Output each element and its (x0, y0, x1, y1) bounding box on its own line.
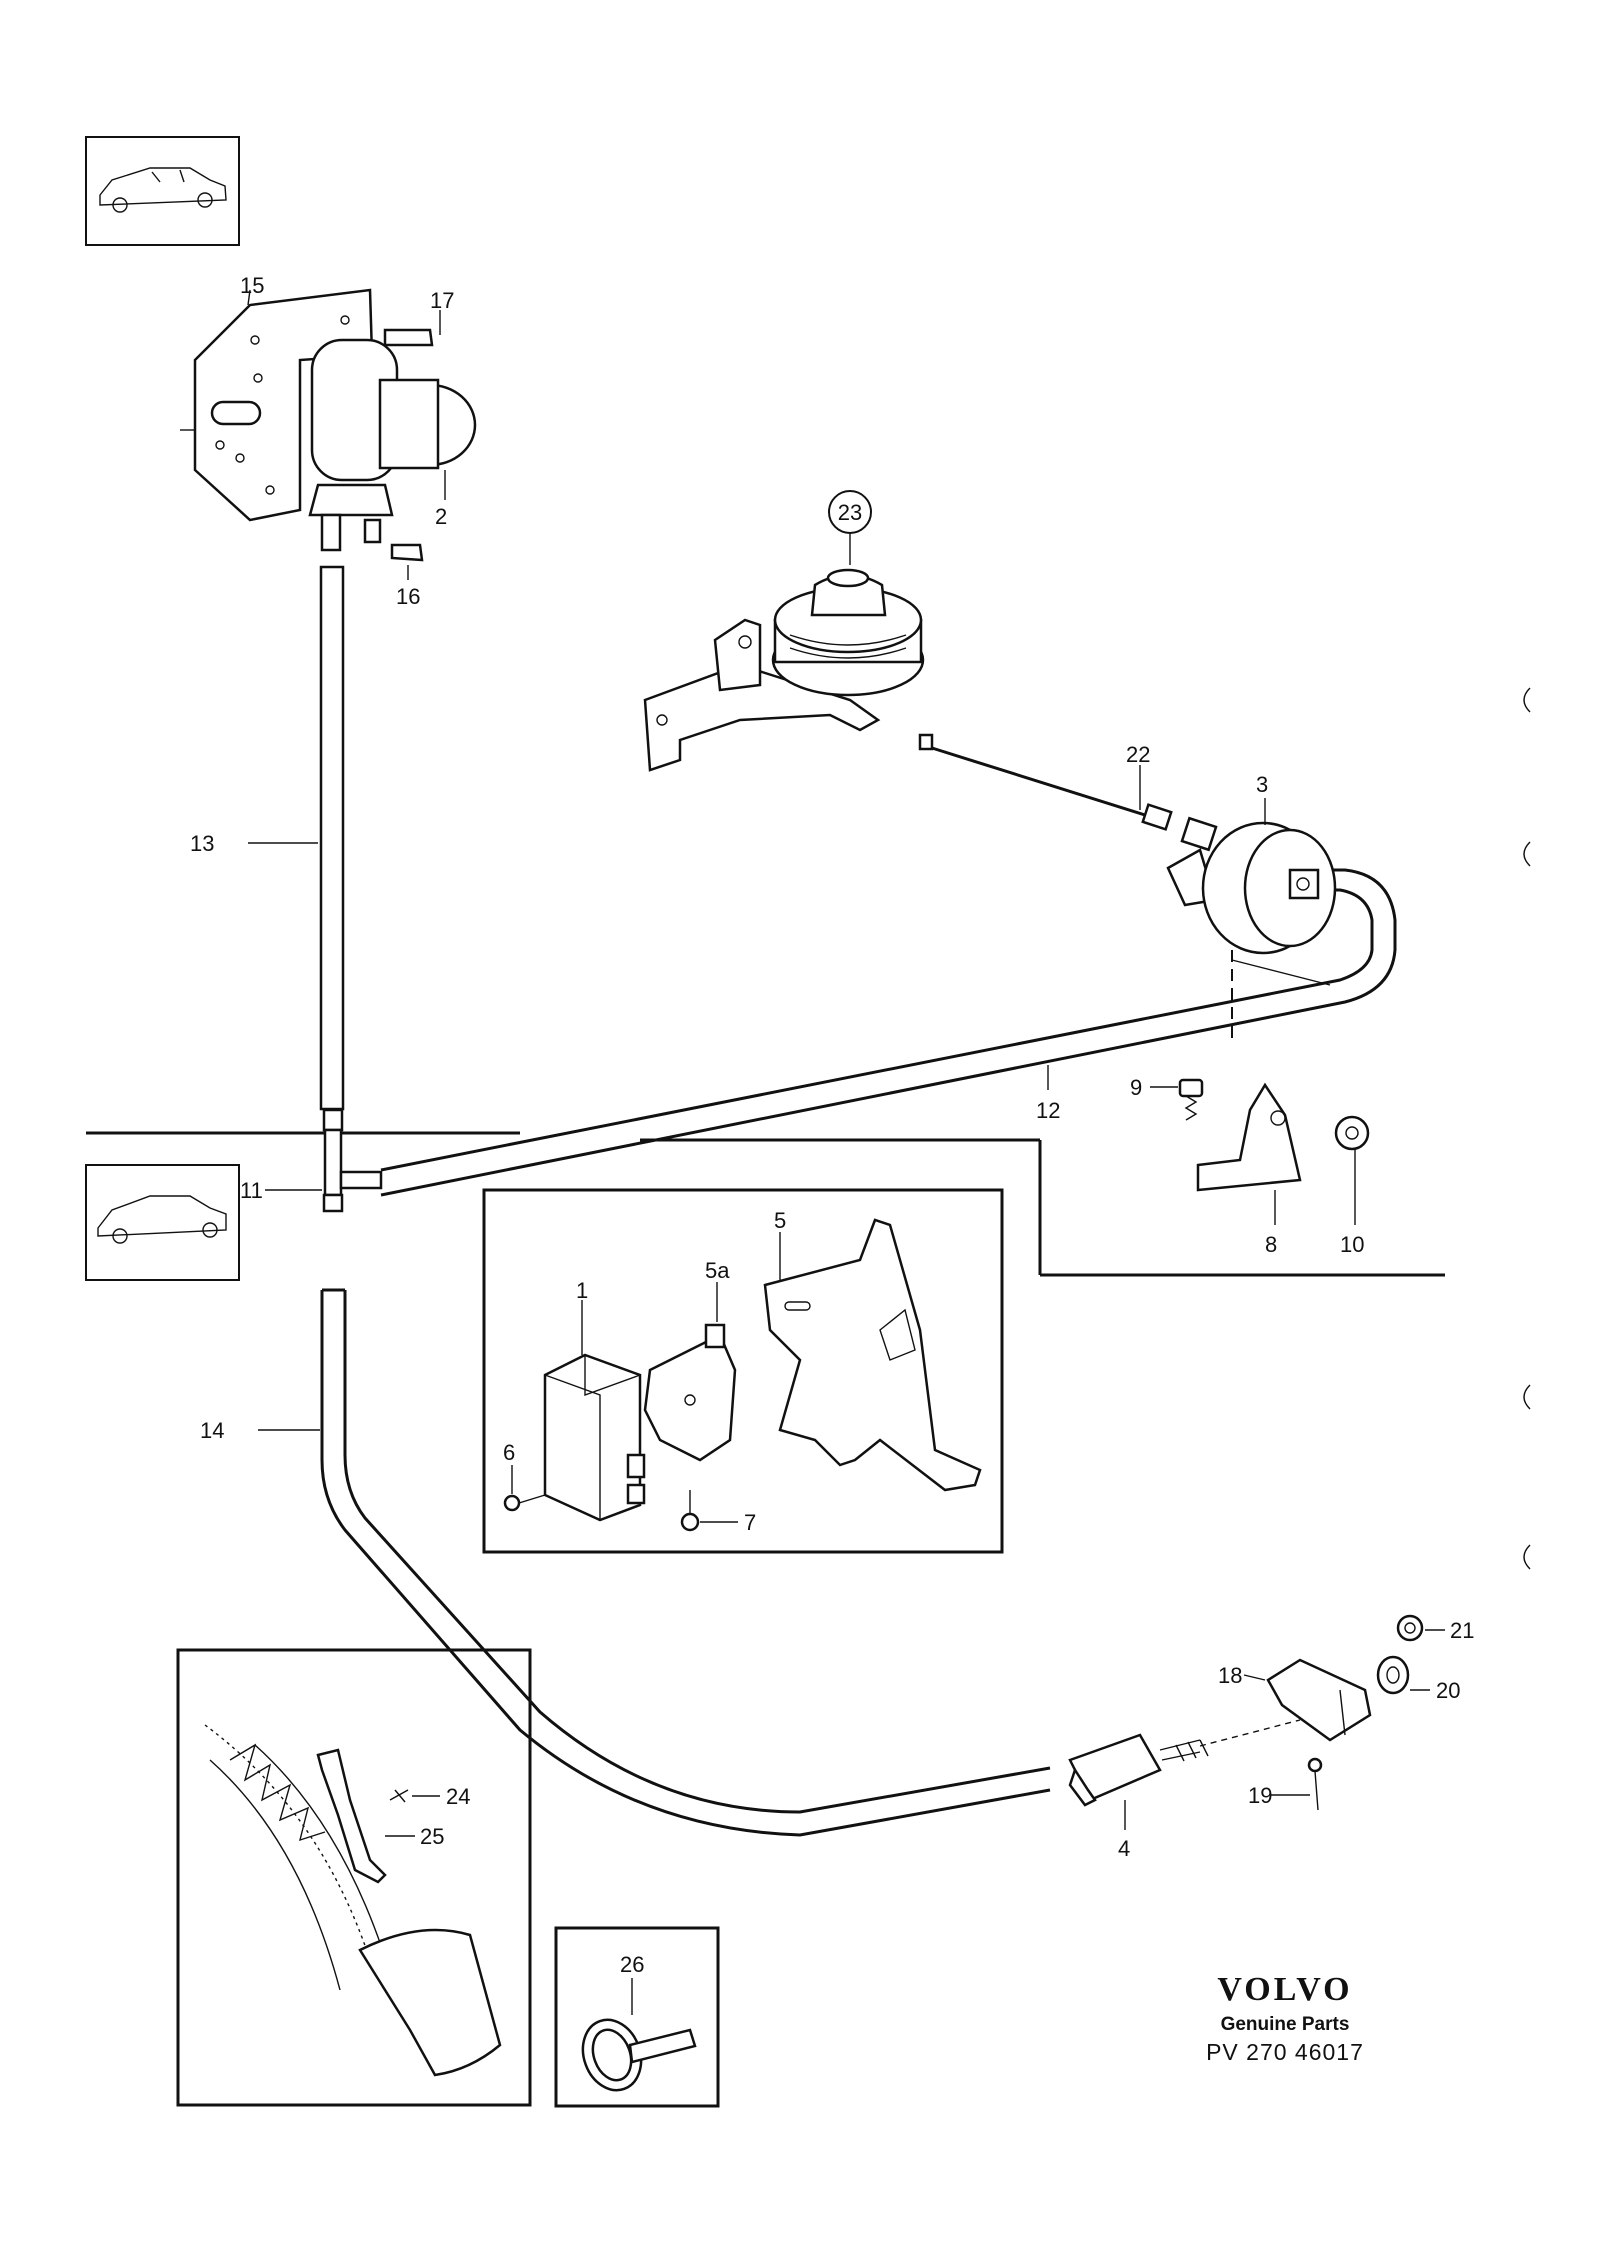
bracket-18 (1266, 1658, 1372, 1742)
callout-15: 15 (240, 273, 264, 298)
callout-9: 9 (1130, 1075, 1142, 1100)
callout-21: 21 (1450, 1618, 1474, 1643)
callout-6: 6 (503, 1440, 515, 1465)
callout-22: 22 (1126, 742, 1150, 767)
bracket-5a (643, 1323, 737, 1462)
callout-26: 26 (620, 1952, 644, 1977)
zone-divider-lines (86, 1131, 1445, 1277)
inset-pedal-box (176, 1648, 532, 2107)
callout-5a: 5a (705, 1258, 730, 1283)
tee-connector-11 (322, 1108, 383, 1213)
callout-7: 7 (744, 1510, 756, 1535)
callout-13: 13 (190, 831, 214, 856)
vacuum-actuator-23 (643, 568, 925, 772)
brand-logo: VOLVO (1217, 1971, 1352, 2008)
throttle-cable-22 (918, 733, 1218, 852)
inset-control-unit-box (482, 1188, 1004, 1554)
callout-17: 17 (430, 288, 454, 313)
screw-9 (1178, 1078, 1204, 1121)
hose-clamp-26 (581, 2018, 697, 2092)
callout-3: 3 (1256, 772, 1268, 797)
callout-11: 11 (240, 1178, 263, 1203)
hose-14 (320, 1288, 1051, 1837)
drawing-code: PV 270 46017 (1206, 2039, 1364, 2065)
callout-4: 4 (1118, 1836, 1130, 1861)
clip-24 (389, 1789, 409, 1803)
callout-5: 5 (774, 1208, 786, 1233)
screw-6 (503, 1494, 546, 1512)
vacuum-unit-3 (1166, 821, 1337, 1040)
grommet-20 (1376, 1655, 1410, 1695)
callout-25: 25 (420, 1824, 444, 1849)
callout-1: 1 (576, 1278, 588, 1303)
callout-14: 14 (200, 1418, 224, 1443)
inset-clamp-box (554, 1926, 720, 2108)
callout-8: 8 (1265, 1232, 1277, 1257)
screw-7 (680, 1490, 700, 1532)
callout-19: 19 (1248, 1783, 1272, 1808)
bracket-8 (1196, 1082, 1302, 1192)
washer-21 (1396, 1614, 1424, 1642)
hose-12 (380, 868, 1397, 1197)
callout-10: 10 (1340, 1232, 1364, 1257)
car-sedan-icon-box-mid (85, 1164, 240, 1281)
callout-24: 24 (446, 1784, 470, 1809)
callout-12: 12 (1036, 1098, 1060, 1123)
rivet-19 (1307, 1757, 1323, 1811)
brand-tagline: Genuine Parts (1221, 2014, 1350, 2035)
pedal-inset-drawing (204, 1724, 502, 2077)
margin-marks (1523, 687, 1531, 1570)
bracket-5 (763, 1218, 982, 1492)
nut-10 (1334, 1115, 1370, 1151)
vacuum-pump-assembly (180, 288, 477, 562)
control-unit-1 (543, 1353, 646, 1522)
callout-20: 20 (1436, 1678, 1460, 1703)
callout-18: 18 (1218, 1663, 1242, 1688)
callout-16: 16 (396, 584, 420, 609)
callout-2: 2 (435, 504, 447, 529)
brake-switch-4 (1068, 1719, 1301, 1807)
callout-23: 23 (838, 500, 862, 525)
car-sedan-icon-box-top (85, 136, 240, 246)
hose-13 (319, 565, 345, 1111)
